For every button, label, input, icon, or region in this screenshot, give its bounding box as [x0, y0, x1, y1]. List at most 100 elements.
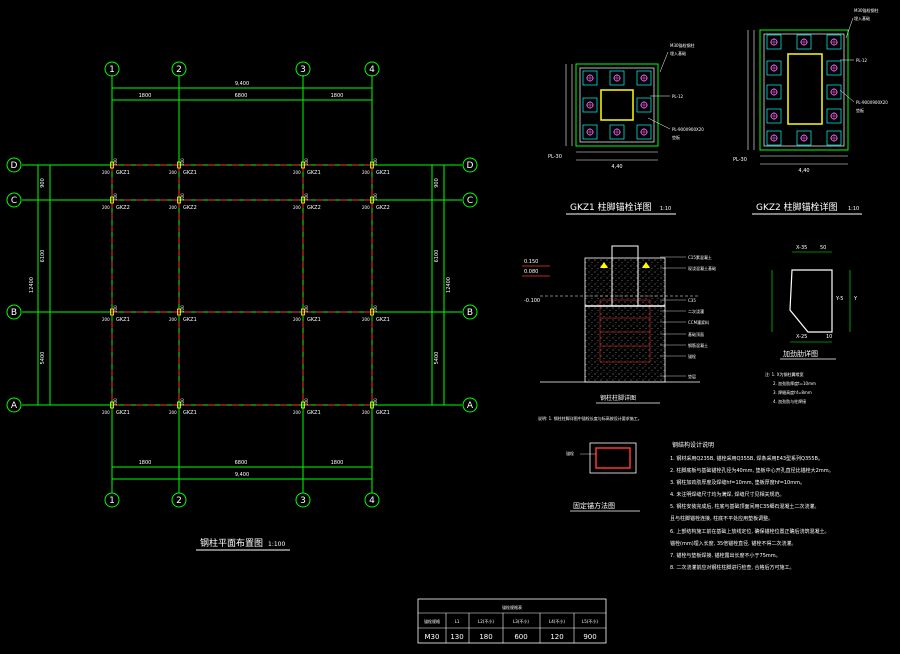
- stiffener-note-0: 注: 1. X为钢柱翼缘宽: [765, 371, 803, 377]
- stiffener-note-2: 3. 焊缝高度hf=8mm: [773, 389, 812, 395]
- gkz1-scale: 1:10: [660, 206, 671, 212]
- column-dim-label: 100: [373, 305, 378, 313]
- axis-c-left: C: [11, 196, 17, 206]
- anchor-bolt-washer: [766, 108, 782, 124]
- table-header-1: L1: [455, 619, 460, 624]
- axis-1-top: 1: [109, 65, 115, 75]
- gkz1-note-1: 埋入基础: [670, 50, 686, 56]
- column-dim-label: 100: [113, 305, 118, 313]
- fixing-method-detail: 锚栓 固定锚方法图: [566, 442, 640, 512]
- dim-row3-right: 5400: [434, 352, 440, 365]
- anchor-bolt-washer: [582, 124, 598, 140]
- column-tag: GKZ1: [183, 170, 197, 176]
- column-dim-label: 100: [180, 193, 185, 201]
- gkz2-note-3: PL-900X900X20: [856, 100, 888, 105]
- anchor-bolt-washer: [766, 60, 782, 76]
- axis-d-left: D: [11, 161, 18, 171]
- column-marker: [370, 401, 374, 409]
- anchor-bolt-washer: [766, 34, 782, 50]
- column-marker: [177, 401, 181, 409]
- notes-item-8: 7. 锚栓与垫板焊接, 锚栓露出长度不小于75mm。: [670, 552, 781, 559]
- notes-item-7: 锚栓(mm)埋入长度, 35倍锚栓直径, 锚栓不得二次浇灌。: [670, 540, 796, 547]
- axis-b-left: B: [11, 308, 17, 318]
- anchor-bolt-washer: [636, 97, 652, 113]
- anchor-bolt-washer: [826, 108, 842, 124]
- anchor-bolt-washer: [636, 124, 652, 140]
- axis-a-right: A: [467, 401, 474, 411]
- axis-4-top: 4: [369, 65, 375, 75]
- gkz2-note-2: PL-12: [856, 58, 868, 63]
- column-marker: [177, 161, 181, 169]
- dim-bay3-bottom: 1800: [331, 460, 344, 466]
- axis-2-top: 2: [176, 65, 182, 75]
- column-marker: [177, 308, 181, 316]
- stiffener-note-1: 2. 加劲肋厚度t=10mm: [773, 380, 816, 386]
- dim-bay2-top: 6800: [235, 93, 248, 99]
- section-callout-2: C35: [688, 298, 696, 303]
- column-marker: [301, 401, 305, 409]
- column-dim-label: 200: [102, 170, 110, 175]
- column-dim-label: 200: [102, 205, 110, 210]
- notes-item-5: 且与柱脚锚栓连接, 柱底不平处应用垫板调整。: [670, 515, 773, 522]
- notes-item-3: 4. 未注明焊缝尺寸均为满焊, 焊缝尺寸见相关规范。: [670, 491, 785, 498]
- column-dim-label: 100: [113, 158, 118, 166]
- stiffener-dim-2: Y-5: [835, 296, 843, 302]
- table-cell-2: 180: [479, 633, 492, 641]
- axis-b-right: B: [467, 308, 473, 318]
- column-dim-label: 200: [169, 410, 177, 415]
- notes-item-1: 2. 柱脚底板与基础锚栓孔径为40mm, 垫板中心开孔直径比锚栓大2mm。: [670, 467, 834, 474]
- column-tag: GKZ1: [116, 170, 130, 176]
- section-title: 钢柱柱脚详图: [600, 394, 636, 402]
- notes-item-9: 8. 二次浇灌前应对钢柱柱脚进行检查, 合格后方可施工。: [670, 564, 795, 571]
- plan-title: 钢柱平面布置图: [200, 537, 263, 549]
- axis-a-left: A: [11, 401, 18, 411]
- axis-d-right: D: [467, 161, 474, 171]
- stiffener-dim-4: X-25: [796, 334, 807, 340]
- dim-row1-left: 900: [40, 178, 46, 188]
- column-marker: [110, 196, 114, 204]
- table-cell-0: M30: [425, 633, 440, 641]
- column-marker: [110, 308, 114, 316]
- gkz1-left-label: PL-30: [548, 154, 562, 160]
- anchor-bolt-washer: [766, 130, 782, 146]
- axis-3-bottom: 3: [300, 496, 306, 506]
- axis-2-bottom: 2: [176, 496, 182, 506]
- dim-row3-left: 5400: [40, 352, 46, 365]
- column-tag: GKZ1: [116, 410, 130, 416]
- column-tag: GKZ1: [376, 317, 390, 323]
- anchor-bolt-washer: [796, 34, 812, 50]
- column-tag: GKZ1: [183, 410, 197, 416]
- gkz2-note-0: M30锚栓钢柱: [854, 7, 879, 13]
- level-2: 0.080: [524, 269, 538, 275]
- column-marker: [110, 401, 114, 409]
- anchor-bolt-washer: [609, 124, 625, 140]
- anchor-bolt-washer: [582, 97, 598, 113]
- column-dim-label: 200: [362, 317, 370, 322]
- fixing-label: 锚栓: [566, 450, 574, 456]
- stiffener-dim-5: 10: [826, 334, 832, 340]
- table-header-3: L3(不小): [513, 618, 529, 624]
- column-marker: [301, 196, 305, 204]
- design-notes: 钢结构设计说明 1. 钢材采用Q235B, 锚栓采用Q355B, 焊条采用E43…: [670, 441, 834, 571]
- column-dim-label: 200: [293, 205, 301, 210]
- column-dim-label: 100: [373, 158, 378, 166]
- gkz2-dim-bottom: 4,40: [798, 168, 809, 174]
- gkz1-note-0: M30锚栓钢柱: [670, 42, 695, 48]
- gkz1-dim-bottom: 4,40: [611, 164, 622, 170]
- column-dim-label: 100: [180, 398, 185, 406]
- table-header-2: L2(不小): [478, 618, 494, 624]
- column-dim-label: 200: [169, 170, 177, 175]
- level-1: 0.150: [524, 259, 538, 265]
- notes-title: 钢结构设计说明: [672, 441, 714, 449]
- notes-item-4: 5. 钢柱安装完成后, 柱底与基础顶面间用C35细石混凝土二次浇灌。: [670, 503, 819, 510]
- column-dim-label: 200: [362, 205, 370, 210]
- section-note: 说明: 1. 钢柱柱脚详图中锚栓长度与标高按设计要求施工。: [538, 415, 642, 421]
- level-3: -0.100: [524, 298, 540, 304]
- column-tag: GKZ1: [307, 170, 321, 176]
- column-marker: [370, 161, 374, 169]
- column-dim-label: 200: [169, 205, 177, 210]
- section-callout-8: 垫层: [688, 373, 696, 379]
- column-dim-label: 200: [362, 410, 370, 415]
